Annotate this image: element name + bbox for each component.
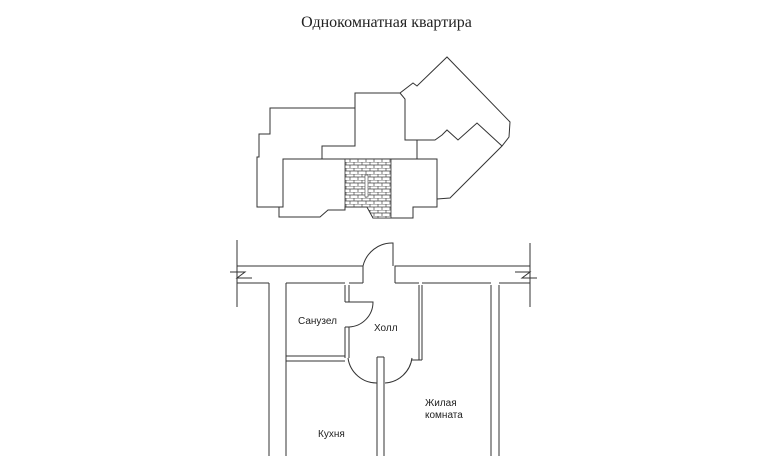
room-label-living-1: Жилая [425,398,457,409]
kitchen-door [347,357,378,384]
page-title: Однокомнатная квартира [301,14,472,31]
building-key-plan [256,56,511,219]
room-label-bathroom: Санузел [298,316,337,327]
living-room-door [384,357,413,384]
room-label-living-2: комната [425,410,463,421]
entry-door [362,242,394,267]
room-label-kitchen: Кухня [318,429,345,440]
room-label-hall: Холл [374,323,398,334]
apartment-plan: Санузел Холл Жилая комната Кухня [230,240,537,456]
